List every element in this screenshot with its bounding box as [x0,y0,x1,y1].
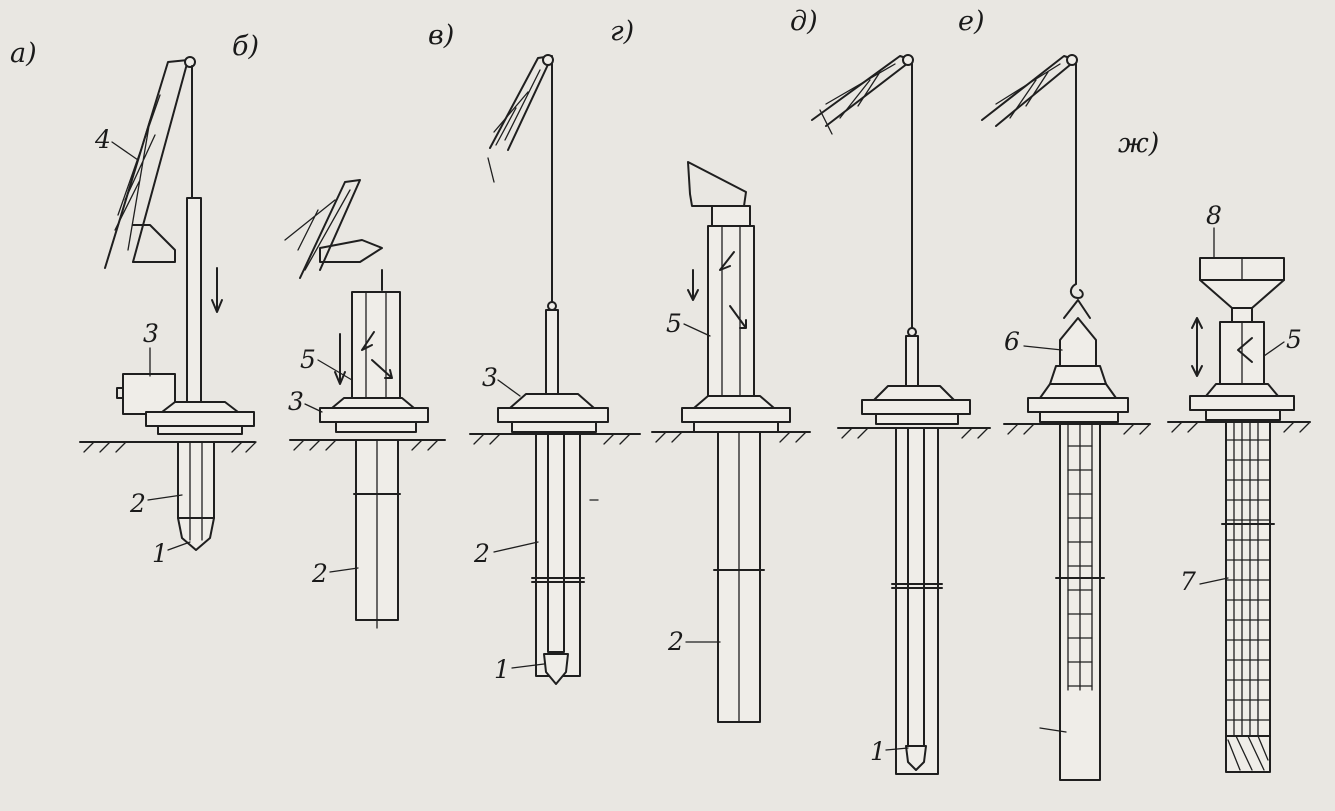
panel-label-d: д) [790,6,818,37]
down-arrow-b-left [334,333,346,385]
panel-g-drawing: 5 2 [651,161,811,723]
ground-hatch-v [473,433,631,445]
drill-rod-d [905,335,919,391]
callout-a-2: 2 [129,489,146,518]
casing-platform-a [145,401,255,435]
panel-label-v: в) [428,20,454,51]
crane-boom-v [487,54,554,183]
casing-platform-v [497,393,609,433]
casing-pipe-v [531,433,599,685]
casing-platform-b [319,397,429,433]
ground-hatch-e [1007,423,1151,435]
callout-g-5: 5 [666,309,682,338]
casing-platform-d [861,385,971,425]
callout-d-1: 1 [870,737,886,766]
callout-zh-5: 5 [1286,325,1302,354]
ground-hatch-g [655,431,807,443]
drill-rod-a [186,197,202,409]
crane-boom-e [981,54,1078,127]
vibro-head-g [687,161,755,399]
ground-hatch-b [293,439,439,451]
panel-v-drawing: 3 2 1 [469,54,641,685]
ground-hatch-zh [1171,421,1311,433]
drill-rod-v [545,309,559,401]
panel-label-b: б) [232,31,259,62]
callout-a-3: 3 [143,319,159,348]
callout-b-5: 5 [300,345,316,374]
callout-zh-7: 7 [1180,567,1196,596]
panel-b-drawing: 5 3 2 [284,179,446,629]
callout-zh-8: 8 [1206,201,1222,230]
callout-b-3: 3 [288,387,304,416]
down-arrow-a [211,267,223,313]
cage-head-e [1049,317,1107,385]
callout-b-2: 2 [311,559,328,588]
callout-v-1: 1 [494,655,510,684]
panel-e-drawing: 6 [981,54,1151,781]
panel-zh-drawing: 8 5 7 [1167,201,1311,773]
callout-e-6: 6 [1004,327,1020,356]
panel-d-drawing: 1 [811,54,991,775]
hopper-zh [1199,257,1285,323]
casing-pipe-b [353,439,401,629]
crane-boom-a [104,56,196,269]
crane-boom-d [811,54,914,135]
casing-pipe-e [1039,423,1105,781]
callout-a-1: 1 [152,539,168,568]
ground-hatch-d [841,427,989,439]
hook-e [1070,283,1084,299]
casing-platform-e [1027,383,1129,423]
casing-platform-g [681,395,791,433]
callout-a-4: 4 [94,125,111,154]
casing-pipe-d [891,427,943,775]
ground-hatch-a [83,441,257,453]
vibro-head-zh [1219,321,1265,385]
concrete-pile-zh [1221,421,1275,773]
casing-pipe-g [713,431,765,723]
vibro-head-b [351,291,401,399]
panel-label-e: е) [958,6,985,37]
panel-label-g: г) [610,16,634,47]
panel-label-a: а) [10,38,37,69]
up-down-arrow-zh [1191,317,1203,377]
panel-a-drawing: 4 3 2 1 [79,56,257,568]
callout-v-3: 3 [482,363,498,392]
crane-boom-b [284,179,383,279]
callout-v-2: 2 [473,539,490,568]
callout-g-2: 2 [667,627,684,656]
casing-pipe-a [177,441,215,551]
down-arrow-g [687,269,699,301]
panel-label-zh: ж) [1118,128,1159,159]
casing-platform-zh [1189,383,1295,421]
